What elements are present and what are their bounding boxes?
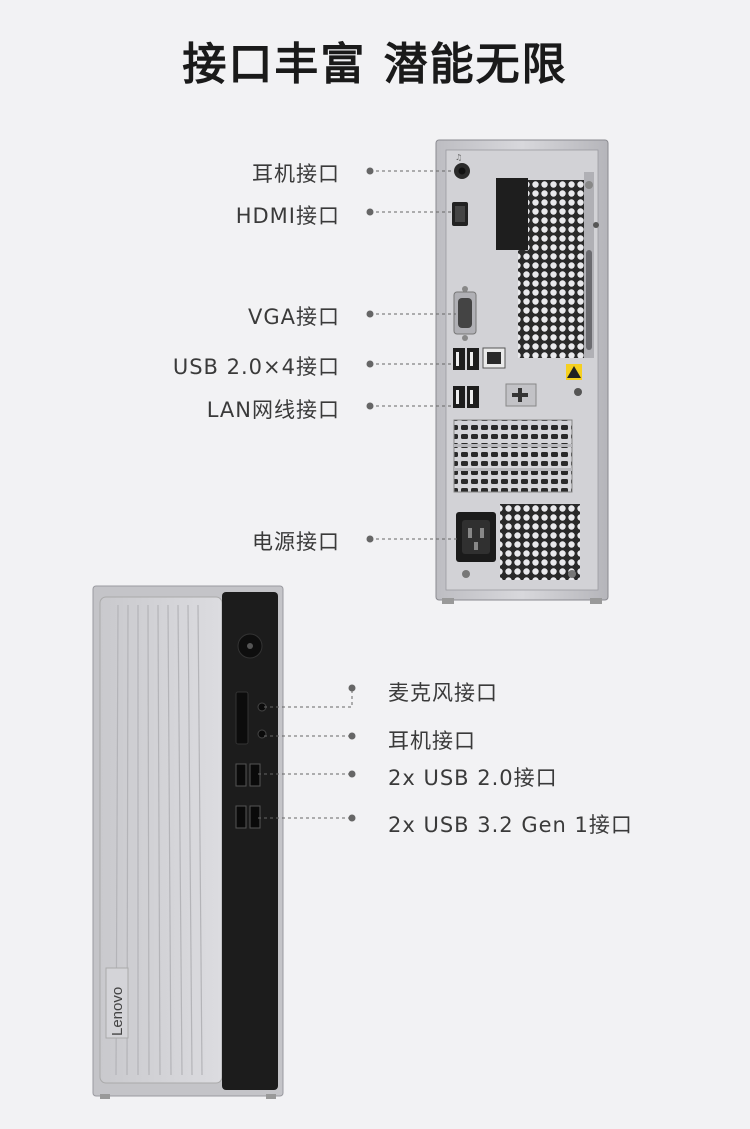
front-label-usb3: 2x USB 3.2 Gen 1接口 <box>388 813 633 837</box>
power-port-icon <box>456 512 496 562</box>
power-button-icon <box>237 633 263 659</box>
rear-label-power: 电源接口 <box>252 530 340 554</box>
rear-leader-lines <box>370 170 458 540</box>
usb-port-icon <box>453 348 479 408</box>
front-label-usb2: 2x USB 2.0接口 <box>388 766 558 790</box>
rear-label-vga: VGA接口 <box>247 305 340 329</box>
front-label-headphone: 耳机接口 <box>388 729 476 753</box>
lan-port-icon <box>482 347 506 369</box>
rear-label-lan: LAN网线接口 <box>206 398 340 422</box>
front-chassis <box>92 585 284 1099</box>
vga-port-icon <box>453 286 477 341</box>
front-leader-dots <box>348 684 356 822</box>
svg-text:♫: ♫ <box>455 153 462 162</box>
hdmi-port-icon <box>452 202 468 226</box>
front-leader-lines <box>258 688 353 819</box>
rear-leader-dots <box>366 167 374 543</box>
warning-icon <box>566 364 582 380</box>
headphone-port-icon: ♫ <box>454 153 470 179</box>
page-title: 接口丰富 潜能无限 <box>182 39 568 90</box>
brand-logo: Lenovo <box>109 987 126 1036</box>
front-label-mic: 麦克风接口 <box>388 681 498 705</box>
rear-label-hdmi: HDMI接口 <box>235 204 340 228</box>
rear-label-headphone: 耳机接口 <box>252 162 340 186</box>
rear-chassis: ♫ <box>435 139 609 604</box>
rear-label-usb: USB 2.0×4接口 <box>172 355 340 379</box>
